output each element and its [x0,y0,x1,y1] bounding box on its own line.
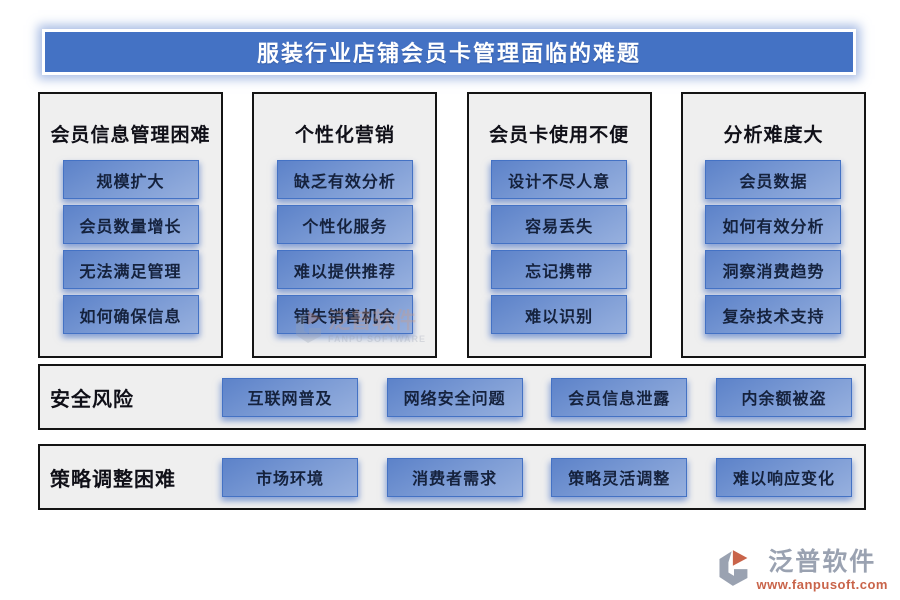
row-buttons: 市场环境 消费者需求 策略灵活调整 难以响应变化 [222,457,864,497]
row-label: 安全风险 [50,388,134,411]
fanpu-logo-icon [717,549,751,592]
issue-button: 容易丢失 [491,205,628,244]
column-analysis-difficulty: 分析难度大 会员数据 如何有效分析 洞察消费趋势 复杂技术支持 [680,92,866,358]
issue-button: 忘记携带 [491,250,628,289]
issue-button: 设计不尽人意 [491,160,628,199]
issue-button: 规模扩大 [62,160,199,199]
issue-button: 会员信息泄露 [551,377,688,417]
issue-button: 无法满足管理 [62,250,199,289]
issue-button: 错失销售机会 [276,295,413,334]
title-banner: 服装行业店铺会员卡管理面临的难题 [42,29,856,75]
issue-button: 如何确保信息 [62,295,199,334]
column-header: 会员卡使用不便 [489,124,630,146]
column-member-info: 会员信息管理困难 规模扩大 会员数量增长 无法满足管理 如何确保信息 [38,92,223,358]
issue-button: 复杂技术支持 [705,295,842,334]
issue-button: 个性化服务 [276,205,413,244]
fanpu-logo: 泛普软件 www.fanpusoft.com [717,549,888,592]
issue-button: 难以提供推荐 [276,250,413,289]
row-buttons: 互联网普及 网络安全问题 会员信息泄露 内余额被盗 [222,377,864,417]
column-personalized-marketing: 个性化营销 缺乏有效分析 个性化服务 难以提供推荐 错失销售机会 [252,92,438,358]
row-security-risk: 安全风险 互联网普及 网络安全问题 会员信息泄露 内余额被盗 [38,364,866,430]
issue-button: 难以响应变化 [715,457,852,497]
issue-button: 洞察消费趋势 [705,250,842,289]
column-card-inconvenience: 会员卡使用不便 设计不尽人意 容易丢失 忘记携带 难以识别 [466,92,652,358]
footer-brand-name: 泛普软件 [768,548,877,576]
column-header: 会员信息管理困难 [50,124,211,146]
issue-button: 网络安全问题 [386,377,523,417]
issue-button: 会员数量增长 [62,205,199,244]
row-strategy-adjustment: 策略调整困难 市场环境 消费者需求 策略灵活调整 难以响应变化 [38,444,866,510]
page-title: 服装行业店铺会员卡管理面临的难题 [256,41,641,66]
issue-button: 会员数据 [705,160,842,199]
column-header: 个性化营销 [294,124,395,146]
issue-button: 内余额被盗 [715,377,852,417]
issue-button: 策略灵活调整 [551,457,688,497]
issue-button: 市场环境 [222,457,358,497]
issue-button: 难以识别 [491,295,628,334]
row-label: 策略调整困难 [50,468,176,491]
column-header: 分析难度大 [723,124,824,146]
issue-button: 缺乏有效分析 [276,160,413,199]
problem-columns: 会员信息管理困难 规模扩大 会员数量增长 无法满足管理 如何确保信息 个性化营销… [38,92,866,358]
issue-button: 互联网普及 [222,377,358,417]
footer-url: www.fanpusoft.com [756,577,888,592]
issue-button: 如何有效分析 [705,205,842,244]
issue-button: 消费者需求 [386,457,523,497]
